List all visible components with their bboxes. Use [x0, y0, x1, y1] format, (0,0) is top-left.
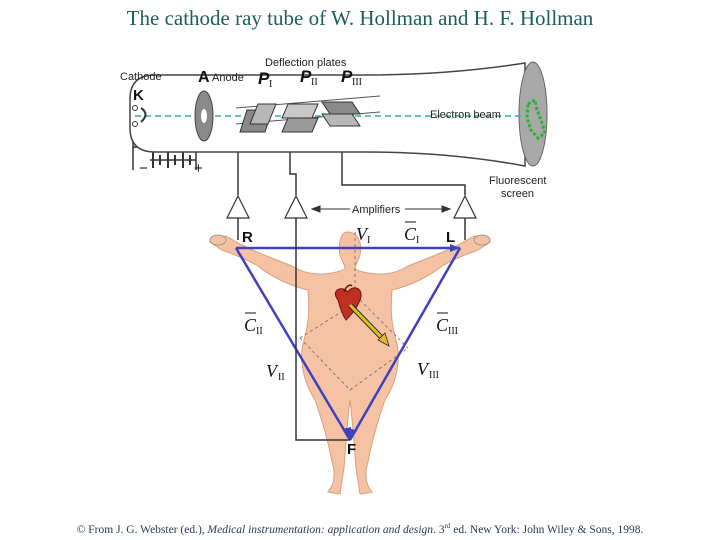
body-silhouette: [209, 231, 491, 495]
v2-label: V: [266, 361, 279, 381]
arrow-lead-i: [450, 244, 460, 252]
screen-trace: [525, 97, 547, 141]
citation-prefix: © From J. G. Webster (ed.),: [76, 523, 208, 536]
battery-plus: +: [194, 160, 203, 177]
right-arm-label: R: [242, 229, 253, 246]
page-title: The cathode ray tube of W. Hollman and H…: [126, 6, 594, 30]
plate-i-sub: I: [269, 79, 272, 90]
screen-label: screen: [501, 188, 534, 200]
v2-sub: II: [278, 372, 285, 383]
deflection-plates-label: Deflection plates: [265, 57, 347, 69]
amplifiers: [226, 194, 477, 219]
c1-label: C: [404, 224, 417, 244]
amplifier-right: [226, 194, 250, 219]
cathode-letter: K: [133, 87, 144, 104]
projection-dashes: [299, 232, 409, 391]
heart-vector: [348, 303, 390, 347]
v3-label: V: [417, 359, 430, 379]
amplifiers-label: Amplifiers: [352, 204, 401, 216]
amplifier-left: [453, 194, 477, 219]
citation: © From J. G. Webster (ed.), Medical inst…: [0, 522, 720, 536]
v1-label: V: [356, 224, 369, 244]
arrow-lead-iii: [349, 428, 357, 440]
anode-letter: A: [198, 69, 210, 86]
fluorescent-label: Fluorescent: [489, 175, 546, 187]
plate-i-label: P: [258, 69, 270, 88]
human-body: [209, 231, 491, 495]
citation-mid: . 3: [433, 523, 445, 536]
c1-sub: I: [416, 235, 419, 246]
battery-minus: −: [139, 160, 148, 177]
plate-ii-label: P: [300, 67, 312, 86]
heart: [334, 284, 362, 321]
amplifier-middle: [284, 194, 308, 219]
deflection-plates: [235, 95, 381, 133]
c3-sub: III: [448, 326, 458, 337]
citation-sup: rd: [444, 522, 451, 530]
foot-label: F: [347, 441, 356, 458]
amplifiers-bracket: [310, 205, 452, 213]
c2-label: C: [244, 315, 257, 335]
c2-sub: II: [256, 326, 263, 337]
cathode-electrode: [140, 107, 147, 123]
hand-right: [209, 234, 227, 246]
arrow-lead-ii: [343, 427, 351, 440]
left-arm-label: L: [446, 229, 455, 246]
v1-sub: I: [367, 235, 370, 246]
plate-iii-label: P: [341, 67, 353, 86]
plate-iii-sub: III: [352, 77, 362, 88]
einthoven-triangle: [234, 246, 462, 441]
citation-book: Medical instrumentation: application and…: [207, 523, 434, 536]
vector-overbars: [245, 221, 448, 314]
fluorescent-screen: [518, 61, 548, 167]
cathode-label: Cathode: [120, 71, 162, 83]
v3-sub: III: [429, 370, 439, 381]
citation-suffix: ed. New York: John Wiley & Sons, 1998.: [450, 523, 644, 536]
c3-label: C: [436, 315, 449, 335]
anode-label: Anode: [212, 72, 244, 84]
crt-tube: [129, 61, 548, 167]
plate-ii-sub: II: [311, 77, 318, 88]
electron-beam-label: Electron beam: [430, 109, 501, 121]
battery: [150, 152, 196, 168]
hand-left: [473, 234, 491, 246]
